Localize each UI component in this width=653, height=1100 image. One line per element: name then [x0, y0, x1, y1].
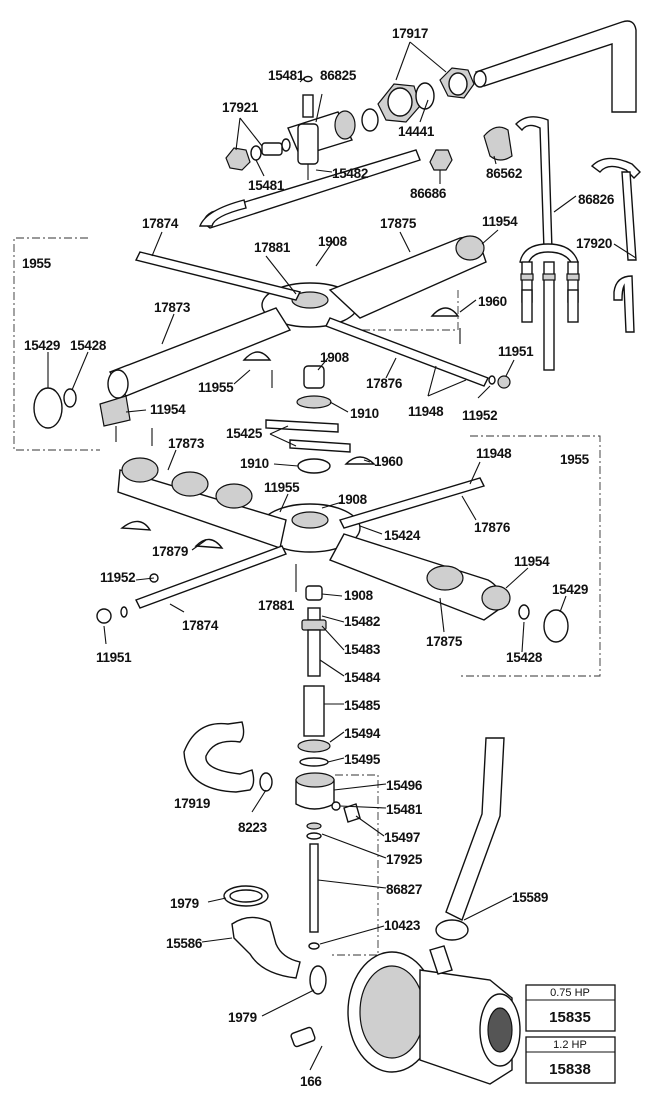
part-label: 1908 — [338, 492, 368, 507]
part-label: 15495 — [344, 752, 381, 767]
part-label: 86826 — [578, 192, 615, 207]
part-label: 166 — [300, 1074, 322, 1089]
part-label: 1955 — [560, 452, 590, 467]
part-label: 17920 — [576, 236, 612, 251]
part-label: 15424 — [384, 528, 421, 543]
leader-lines — [47, 41, 637, 1071]
part-label: 11954 — [150, 402, 186, 417]
part-label: 15482 — [332, 166, 368, 181]
part-label: 1979 — [228, 1010, 257, 1025]
part-label: 86825 — [320, 68, 357, 83]
part-label: 11948 — [476, 446, 512, 461]
part-label: 86827 — [386, 882, 422, 897]
motor-part-number: 15838 — [549, 1061, 591, 1078]
top-fittings — [198, 20, 641, 371]
part-label: 17873 — [154, 300, 191, 315]
part-label: 10423 — [384, 918, 421, 933]
part-label: 17873 — [168, 436, 205, 451]
part-label: 1910 — [240, 456, 269, 471]
part-label: 11955 — [264, 480, 300, 495]
part-label: 17881 — [258, 598, 295, 613]
part-label: 14441 — [398, 124, 435, 139]
part-label: 1908 — [344, 588, 374, 603]
part-label: 15586 — [166, 936, 203, 951]
assembly-boundaries — [13, 237, 601, 956]
part-label: 17919 — [174, 796, 210, 811]
motor-option-0-75hp: 0.75 HP 15835 — [525, 984, 616, 1032]
part-label: 11954 — [482, 214, 518, 229]
part-label: 17925 — [386, 852, 423, 867]
part-label: 15485 — [344, 698, 381, 713]
part-label: 17917 — [392, 26, 428, 41]
part-label: 1979 — [170, 896, 199, 911]
part-label: 1955 — [22, 256, 52, 271]
part-label: 17881 — [254, 240, 291, 255]
part-label: 15425 — [226, 426, 263, 441]
center-stack — [295, 585, 361, 950]
part-label: 11952 — [462, 408, 497, 423]
part-label: 17875 — [426, 634, 463, 649]
motor-hp-label: 1.2 HP — [553, 1039, 587, 1051]
part-label: 15428 — [506, 650, 543, 665]
part-label: 17874 — [142, 216, 179, 231]
middle-components — [151, 365, 376, 474]
part-label: 15481 — [248, 178, 285, 193]
part-label: 11951 — [96, 650, 132, 665]
part-label: 15589 — [512, 890, 548, 905]
motor-part-number: 15835 — [549, 1009, 591, 1026]
part-label: 15481 — [268, 68, 305, 83]
hoses-and-pump — [183, 721, 521, 1085]
part-label: 11948 — [408, 404, 444, 419]
upper-spray-arm — [33, 235, 511, 442]
part-label: 11952 — [100, 570, 135, 585]
part-label: 11955 — [198, 380, 234, 395]
part-label: 86562 — [486, 166, 522, 181]
part-label: 15484 — [344, 670, 381, 685]
part-label: 1908 — [318, 234, 348, 249]
part-label: 11954 — [514, 554, 550, 569]
part-label: 11951 — [498, 344, 534, 359]
part-label: 15496 — [386, 778, 423, 793]
part-label: 17876 — [474, 520, 511, 535]
part-number-labels: 17917 15481 86825 17921 14441 15481 1548… — [22, 26, 615, 1089]
part-label: 86686 — [410, 186, 447, 201]
part-label: 17875 — [380, 216, 417, 231]
part-label: 15429 — [552, 582, 588, 597]
part-label: 15428 — [70, 338, 107, 353]
part-label: 15494 — [344, 726, 381, 741]
part-label: 15482 — [344, 614, 380, 629]
lower-spray-arm — [96, 457, 569, 643]
part-label: 15481 — [386, 802, 423, 817]
part-label: 1960 — [374, 454, 403, 469]
motor-hp-label: 0.75 HP — [550, 987, 590, 999]
part-label: 17879 — [152, 544, 188, 559]
part-label: 17876 — [366, 376, 403, 391]
part-label: 1910 — [350, 406, 379, 421]
motor-option-1-2hp: 1.2 HP 15838 — [525, 1036, 616, 1084]
part-label: 17921 — [222, 100, 259, 115]
part-label: 15497 — [384, 830, 420, 845]
part-label: 8223 — [238, 820, 268, 835]
part-label: 1960 — [478, 294, 507, 309]
part-label: 15483 — [344, 642, 381, 657]
part-label: 15429 — [24, 338, 60, 353]
part-label: 17874 — [182, 618, 219, 633]
part-label: 1908 — [320, 350, 350, 365]
